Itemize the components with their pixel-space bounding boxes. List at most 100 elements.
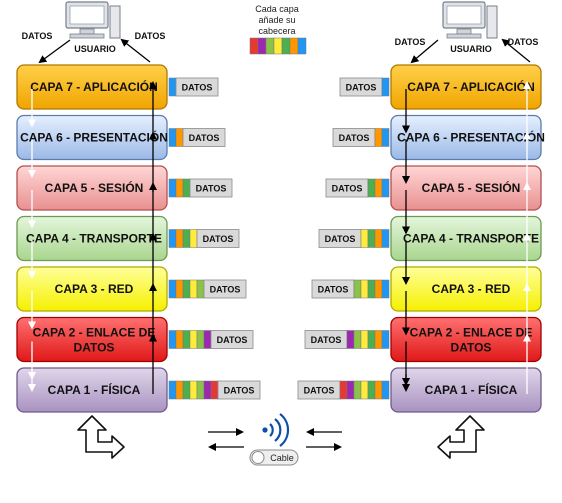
left-layer-box	[16, 64, 168, 110]
datos-box-label: DATOS	[332, 184, 363, 194]
header-segment	[374, 178, 383, 198]
header-segment	[381, 229, 390, 248]
left-layer-1: CAPA 1 - FÍSICA	[16, 367, 168, 413]
datos-box-label: DATOS	[339, 133, 370, 143]
right-layer-box	[390, 165, 542, 211]
datos-box-label: DATOS	[189, 133, 220, 143]
header-segment	[189, 330, 198, 349]
header-segment	[360, 279, 369, 299]
right-layer-label: CAPA 7 - APLICACIÓN	[407, 79, 535, 94]
left-layer-label: CAPA 7 - APLICACIÓN	[30, 79, 158, 94]
header-segment	[381, 380, 390, 400]
right-usuario-label: USUARIO	[450, 44, 492, 54]
header-segment	[175, 330, 184, 349]
header-segment	[360, 330, 369, 349]
datos-box	[196, 229, 240, 248]
header-segment	[182, 178, 191, 198]
note-line-3: cabecera	[258, 26, 295, 36]
header-segment	[182, 380, 191, 400]
header-segment	[367, 279, 376, 299]
datos-box	[203, 279, 247, 299]
header-segment	[175, 279, 184, 299]
header-segment	[210, 380, 219, 400]
cable-label: Cable	[270, 453, 294, 463]
header-segment	[374, 128, 383, 147]
right-layer-7: CAPA 7 - APLICACIÓN	[390, 64, 542, 110]
datos-box-label: DATOS	[182, 83, 213, 93]
datos-box-label: DATOS	[203, 234, 234, 244]
header-segment	[182, 229, 191, 248]
left-layer-label: CAPA 1 - FÍSICA	[48, 382, 141, 397]
header-segment	[374, 330, 383, 349]
right-user-arrow-down	[410, 39, 439, 64]
left-layer-box	[16, 367, 168, 413]
header-legend-swatch	[265, 37, 275, 55]
left-layer-4: CAPA 4 - TRANSPORTE	[16, 215, 168, 262]
left-layer-box	[16, 266, 168, 312]
right-osi-stack: CAPA 7 - APLICACIÓN CAPA 6 - PRESENTACIÓN…	[390, 64, 545, 413]
left-layer-7: CAPA 7 - APLICACIÓN	[16, 64, 168, 110]
left-packet-layer-5: DATOS	[168, 178, 233, 198]
right-user-arrow-up	[501, 38, 531, 63]
right-layer-box	[390, 367, 542, 413]
datos-box	[210, 330, 254, 349]
header-segment	[189, 279, 198, 299]
right-layer-label: CAPA 6 - PRESENTACIÓN	[397, 130, 545, 145]
left-computer-icon	[65, 1, 121, 39]
datos-box-label: DATOS	[224, 386, 255, 396]
header-segment	[367, 380, 376, 400]
header-segment	[353, 330, 362, 349]
header-legend-swatch	[289, 37, 299, 55]
left-u-turn-arrow-icon	[77, 415, 125, 459]
datos-box-label: DATOS	[346, 83, 377, 93]
header-segment	[196, 330, 205, 349]
left-layer-label-line2: DATOS	[74, 341, 115, 355]
left-layer-label: CAPA 6 - PRESENTACIÓN	[20, 130, 168, 145]
header-segment	[353, 380, 362, 400]
datos-box-label: DATOS	[210, 285, 241, 295]
cable-toggle[interactable]: Cable	[249, 449, 299, 466]
left-layer-3: CAPA 3 - RED	[16, 266, 168, 312]
header-segment	[168, 380, 177, 400]
header-segment	[168, 128, 177, 147]
header-segment	[189, 229, 198, 248]
left-layer-label: CAPA 4 - TRANSPORTE	[26, 232, 162, 246]
header-legend-swatch	[257, 37, 267, 55]
header-segment	[203, 380, 212, 400]
datos-box	[189, 178, 233, 198]
datos-box-label: DATOS	[196, 184, 227, 194]
right-packet-layer-3: DATOS	[311, 279, 390, 299]
header-segment	[381, 77, 390, 97]
left-packet-layer-1: DATOS	[168, 380, 261, 400]
header-legend-swatch	[281, 37, 291, 55]
header-segment	[374, 229, 383, 248]
right-layer-1: CAPA 1 - FÍSICA	[390, 367, 542, 413]
right-u-turn-arrow-icon	[437, 415, 485, 459]
encapsulated-packets: DATOS DATOS DATOS DATOS DATOS DATOS DATOS DATOS…	[168, 77, 390, 400]
header-segment	[182, 330, 191, 349]
right-packet-layer-2: DATOS	[304, 330, 390, 349]
header-segment	[175, 229, 184, 248]
header-segment	[196, 279, 205, 299]
header-segment	[360, 380, 369, 400]
right-layer-box	[390, 316, 542, 363]
header-segment	[168, 279, 177, 299]
left-layer-6: CAPA 6 - PRESENTACIÓN	[16, 114, 168, 161]
note-line-2: añade su	[258, 15, 295, 25]
header-segment	[175, 380, 184, 400]
left-packet-layer-3: DATOS	[168, 279, 247, 299]
right-datos-in-label: DATOS	[395, 37, 426, 47]
left-layer-label: CAPA 3 - RED	[55, 282, 134, 296]
right-layer-5: CAPA 5 - SESIÓN	[390, 165, 542, 211]
header-segment	[189, 380, 198, 400]
header-segment	[339, 380, 348, 400]
header-segment	[182, 279, 191, 299]
datos-box-label: DATOS	[311, 335, 342, 345]
right-layer-box	[390, 266, 542, 312]
header-legend-swatch	[249, 37, 259, 55]
right-datos-out-label: DATOS	[508, 37, 539, 47]
right-layer-4: CAPA 4 - TRANSPORTE	[390, 215, 542, 262]
left-packet-layer-4: DATOS	[168, 229, 240, 248]
right-packet-layer-7: DATOS	[339, 77, 390, 97]
